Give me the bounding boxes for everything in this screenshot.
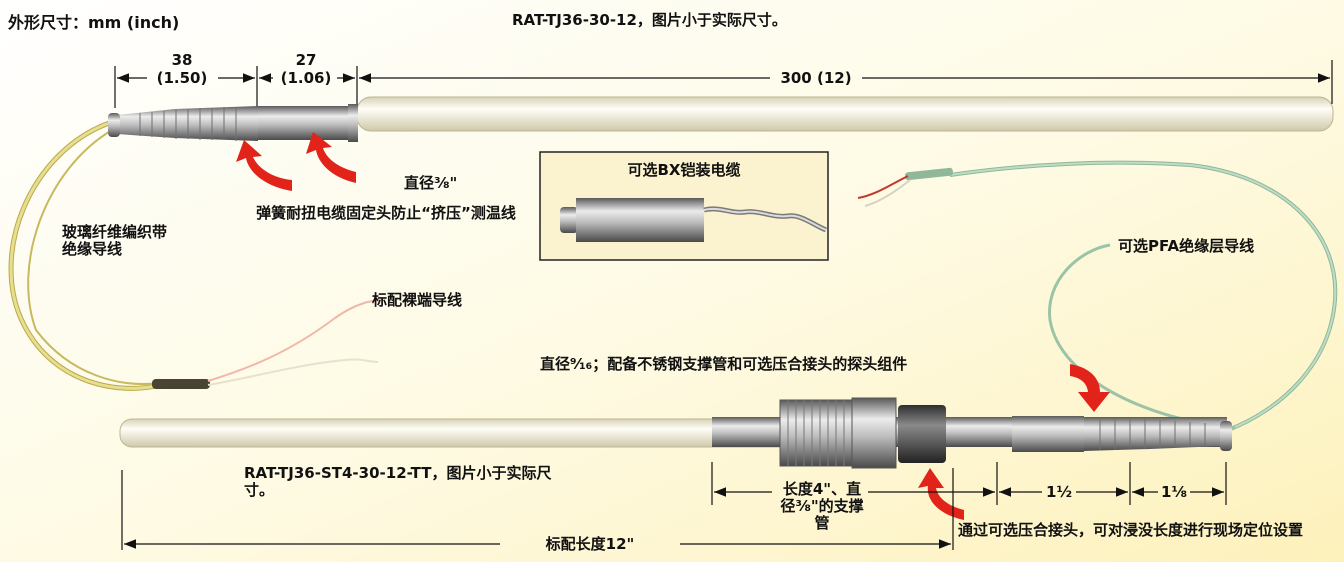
diameter-top-label: 直径⅜" — [404, 174, 458, 192]
bx-cable-inset — [539, 151, 829, 261]
top-probe — [108, 96, 1334, 142]
dim-27-label: 27 — [295, 51, 317, 69]
dim-1-eighth-label: 1⅛ — [1161, 483, 1187, 501]
glass-fiber-leads-label: 玻璃纤维编织带绝缘导线 — [62, 223, 168, 258]
compression-fitting-note: 通过可选压合接头，可对浸没长度进行现场定位设置 — [958, 521, 1304, 539]
callout-arrows-top — [236, 132, 356, 191]
pfa-leads-label: 可选PFA绝缘层导线 — [1118, 237, 1255, 255]
dim-38-label: 38 — [171, 51, 193, 69]
dim-38-inch-label: (1.50) — [156, 69, 208, 87]
top-caption: RAT-TJ36-30-12，图片小于实际尺寸。 — [512, 11, 787, 29]
top-dimension-lines — [114, 60, 1333, 108]
bottom-dimension-lines — [121, 462, 1227, 550]
bottom-probe — [119, 397, 1232, 469]
bx-cable-label: 可选BX铠装电缆 — [627, 161, 741, 179]
dim-300-label: 300 (12) — [780, 69, 852, 87]
glass-fiber-leads — [8, 119, 386, 391]
support-tube-label: 长度4"、直径⅜"的支撑管 — [780, 480, 864, 532]
standard-length-label: 标配长度12" — [545, 535, 635, 553]
dimension-unit-label: 外形尺寸：mm (inch) — [8, 13, 180, 32]
diameter-bottom-label: 直径⁹⁄₁₆；配备不锈钢支撑管和可选压合接头的探头组件 — [540, 355, 908, 373]
pfa-leads — [857, 160, 1338, 432]
dim-27-inch-label: (1.06) — [280, 69, 332, 87]
bare-leads-label: 标配裸端导线 — [372, 291, 463, 309]
spring-strain-relief-note: 弹簧耐扭电缆固定头防止“挤压”测温线 — [256, 204, 516, 222]
bottom-caption: RAT-TJ36-ST4-30-12-TT，图片小于实际尺寸。 — [244, 464, 552, 499]
dim-1-half-label: 1½ — [1046, 483, 1072, 501]
